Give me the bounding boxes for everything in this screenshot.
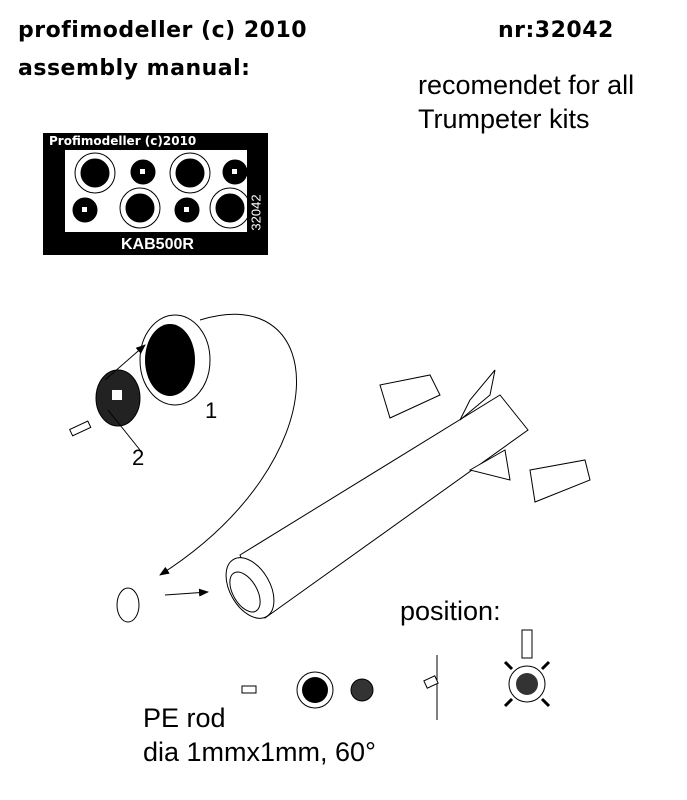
photo-etch-fret: Profimodeller (c)2010 KAB500R 32042 (43, 133, 268, 255)
bomb-body-icon (225, 369, 529, 619)
step-2-label: 2 (132, 445, 144, 470)
position-label: position: (400, 596, 501, 626)
disc-position-icon (350, 678, 374, 702)
recommendation-line2: Trumpeter kits (418, 104, 590, 134)
pe-rod-label: PE rod (143, 703, 226, 733)
fin-part-icon (379, 374, 591, 503)
lens-part-icon (139, 314, 211, 406)
ring-part-icon (116, 587, 140, 623)
fret-top-text: Profimodeller (c)2010 (49, 134, 197, 148)
step-1-label: 1 (205, 398, 217, 423)
fret-name: KAB500R (121, 236, 194, 253)
detail-disc-icon (95, 369, 141, 427)
manual-subtitle: assembly manual: (18, 56, 251, 81)
product-number: nr:32042 (498, 18, 614, 43)
brand-title: profimodeller (c) 2010 (18, 18, 308, 43)
fret-parts-icon (72, 152, 247, 229)
end-view-icon (503, 629, 551, 708)
recommendation-line1: recomendet for all (418, 70, 635, 100)
lens-position-icon (302, 677, 328, 703)
fret-window (65, 150, 247, 232)
rod-section-icon (241, 685, 257, 694)
pe-rod-icon (69, 420, 92, 437)
rod-dimension-label: dia 1mmx1mm, 60° (143, 737, 376, 767)
